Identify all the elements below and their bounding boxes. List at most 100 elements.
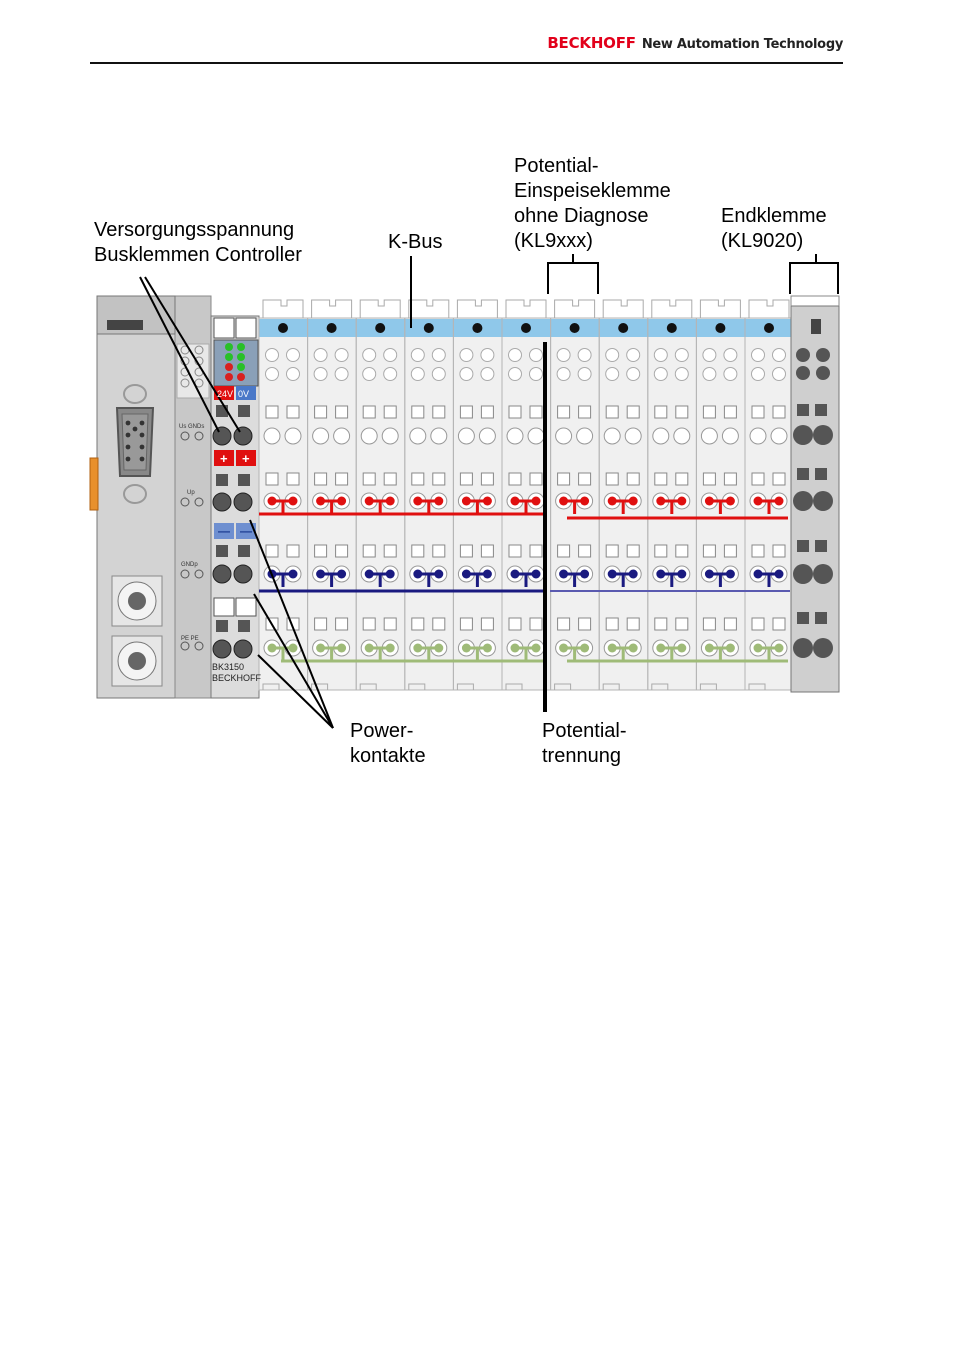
coupler-led-symbol-icon bbox=[180, 569, 190, 579]
status-led-symbol-icon bbox=[180, 378, 190, 388]
power-contact-dot bbox=[364, 569, 374, 579]
terminal-led-icon bbox=[674, 367, 689, 381]
end-terminal-led bbox=[815, 468, 827, 480]
terminal-contact-window bbox=[605, 544, 619, 558]
end-terminal-spring-icon bbox=[813, 564, 833, 584]
power-contact-dot bbox=[482, 643, 492, 653]
power-contact-dot bbox=[677, 496, 687, 506]
coupler-supply-spring-icon bbox=[212, 426, 232, 446]
status-led bbox=[237, 353, 245, 361]
terminal-contact-window bbox=[335, 544, 349, 558]
coupler-0v-tag bbox=[236, 386, 256, 400]
terminal-contact-window bbox=[772, 617, 786, 631]
terminal-led-icon bbox=[313, 348, 328, 362]
end-terminal-spring-icon bbox=[813, 425, 833, 445]
terminal-contact-window bbox=[723, 405, 737, 419]
terminal-contact-window bbox=[605, 405, 619, 419]
power-contact-dot bbox=[725, 569, 735, 579]
coupler-up-led bbox=[216, 474, 228, 486]
coupler-0v-label: 0V bbox=[238, 389, 249, 399]
status-led bbox=[237, 363, 245, 371]
terminal-contact-window bbox=[626, 472, 640, 486]
terminal-contact-window bbox=[335, 472, 349, 486]
spring-terminal-icon bbox=[700, 427, 718, 445]
coupler-minus-tag bbox=[236, 523, 256, 539]
terminal-contact-window bbox=[265, 544, 279, 558]
label-feed-terminal: Potential- Einspeiseklemme ohne Diagnose… bbox=[514, 154, 671, 254]
power-contact-dot bbox=[607, 569, 617, 579]
power-contact-dot bbox=[607, 496, 617, 506]
terminal-contact-window bbox=[411, 472, 425, 486]
coupler-up-label: Up bbox=[187, 490, 195, 496]
label-power-contacts: Power- kontakte bbox=[350, 719, 426, 769]
power-contact-dot bbox=[580, 643, 590, 653]
power-contact-dot bbox=[531, 643, 541, 653]
coupler-minus-label: — bbox=[218, 524, 230, 538]
label-power-line1: Power- bbox=[350, 720, 414, 742]
coupler-24v-label: 24V bbox=[217, 389, 233, 399]
terminal-contact-window bbox=[675, 472, 689, 486]
coupler-pe-spring-icon bbox=[212, 639, 232, 659]
terminal-contact-window bbox=[702, 405, 716, 419]
kbus-contact bbox=[764, 323, 774, 333]
coupler-gnd-spring-icon bbox=[233, 564, 253, 584]
kbus-contact bbox=[521, 323, 531, 333]
kbus-contact bbox=[326, 323, 337, 333]
power-contact-dot bbox=[482, 496, 492, 506]
sub-d-pin bbox=[125, 444, 131, 450]
terminal-contact-window bbox=[702, 544, 716, 558]
terminal-led-icon bbox=[362, 367, 377, 381]
terminal-contact-window bbox=[314, 405, 328, 419]
terminal-contact-window bbox=[772, 544, 786, 558]
power-contact-dot bbox=[753, 496, 763, 506]
terminal-led-icon bbox=[410, 348, 425, 362]
terminal-contact-window bbox=[459, 405, 473, 419]
leader-power-1 bbox=[249, 519, 334, 729]
terminal-contact-window bbox=[675, 405, 689, 419]
coupler-kbus-window bbox=[235, 317, 257, 339]
end-terminal-led bbox=[815, 404, 827, 416]
power-contact-dot bbox=[704, 569, 714, 579]
leader-power-2 bbox=[253, 593, 334, 729]
terminal-bottom-latch bbox=[554, 683, 572, 690]
bus-terminal-5 bbox=[452, 299, 503, 691]
end-terminal-led bbox=[797, 612, 809, 624]
terminal-top-latch bbox=[408, 299, 450, 318]
terminal-top-latch bbox=[699, 299, 741, 318]
terminal-strip bbox=[258, 299, 795, 691]
terminal-top-latch bbox=[311, 299, 353, 318]
spring-terminal-icon bbox=[749, 427, 767, 445]
terminal-led-icon bbox=[459, 348, 474, 362]
coupler-supply-led bbox=[238, 405, 250, 417]
power-contact-dot bbox=[531, 569, 541, 579]
terminal-led-icon bbox=[605, 348, 620, 362]
terminal-contact-window bbox=[432, 617, 446, 631]
terminal-contact-window bbox=[314, 617, 328, 631]
terminal-led-icon bbox=[529, 367, 543, 381]
terminal-bottom-latch bbox=[262, 683, 280, 690]
end-terminal-spring-icon bbox=[793, 491, 813, 511]
terminal-led-icon bbox=[653, 348, 668, 362]
coupler-plus-label: + bbox=[220, 451, 228, 466]
sub-d-pin bbox=[132, 426, 138, 432]
terminal-contact-window bbox=[675, 617, 689, 631]
end-terminal-spring-icon bbox=[813, 638, 833, 658]
power-contact-dot bbox=[385, 643, 395, 653]
coupler-led-symbol-icon bbox=[180, 641, 190, 651]
terminal-led-icon bbox=[286, 348, 300, 362]
label-isolation-line1: Potential- bbox=[542, 720, 627, 742]
terminal-top-latch bbox=[651, 299, 693, 318]
power-contact-dot bbox=[316, 496, 326, 506]
terminal-led-icon bbox=[480, 348, 495, 362]
spring-terminal-icon bbox=[333, 427, 351, 445]
terminal-led-icon bbox=[626, 367, 641, 381]
kbus-contact bbox=[666, 323, 677, 333]
power-contact-dot bbox=[704, 643, 714, 653]
power-contact-dot bbox=[434, 643, 444, 653]
terminal-contact-window bbox=[557, 405, 571, 419]
terminal-led-icon bbox=[383, 348, 398, 362]
terminal-contact-window bbox=[772, 405, 786, 419]
terminal-contact-window bbox=[702, 617, 716, 631]
